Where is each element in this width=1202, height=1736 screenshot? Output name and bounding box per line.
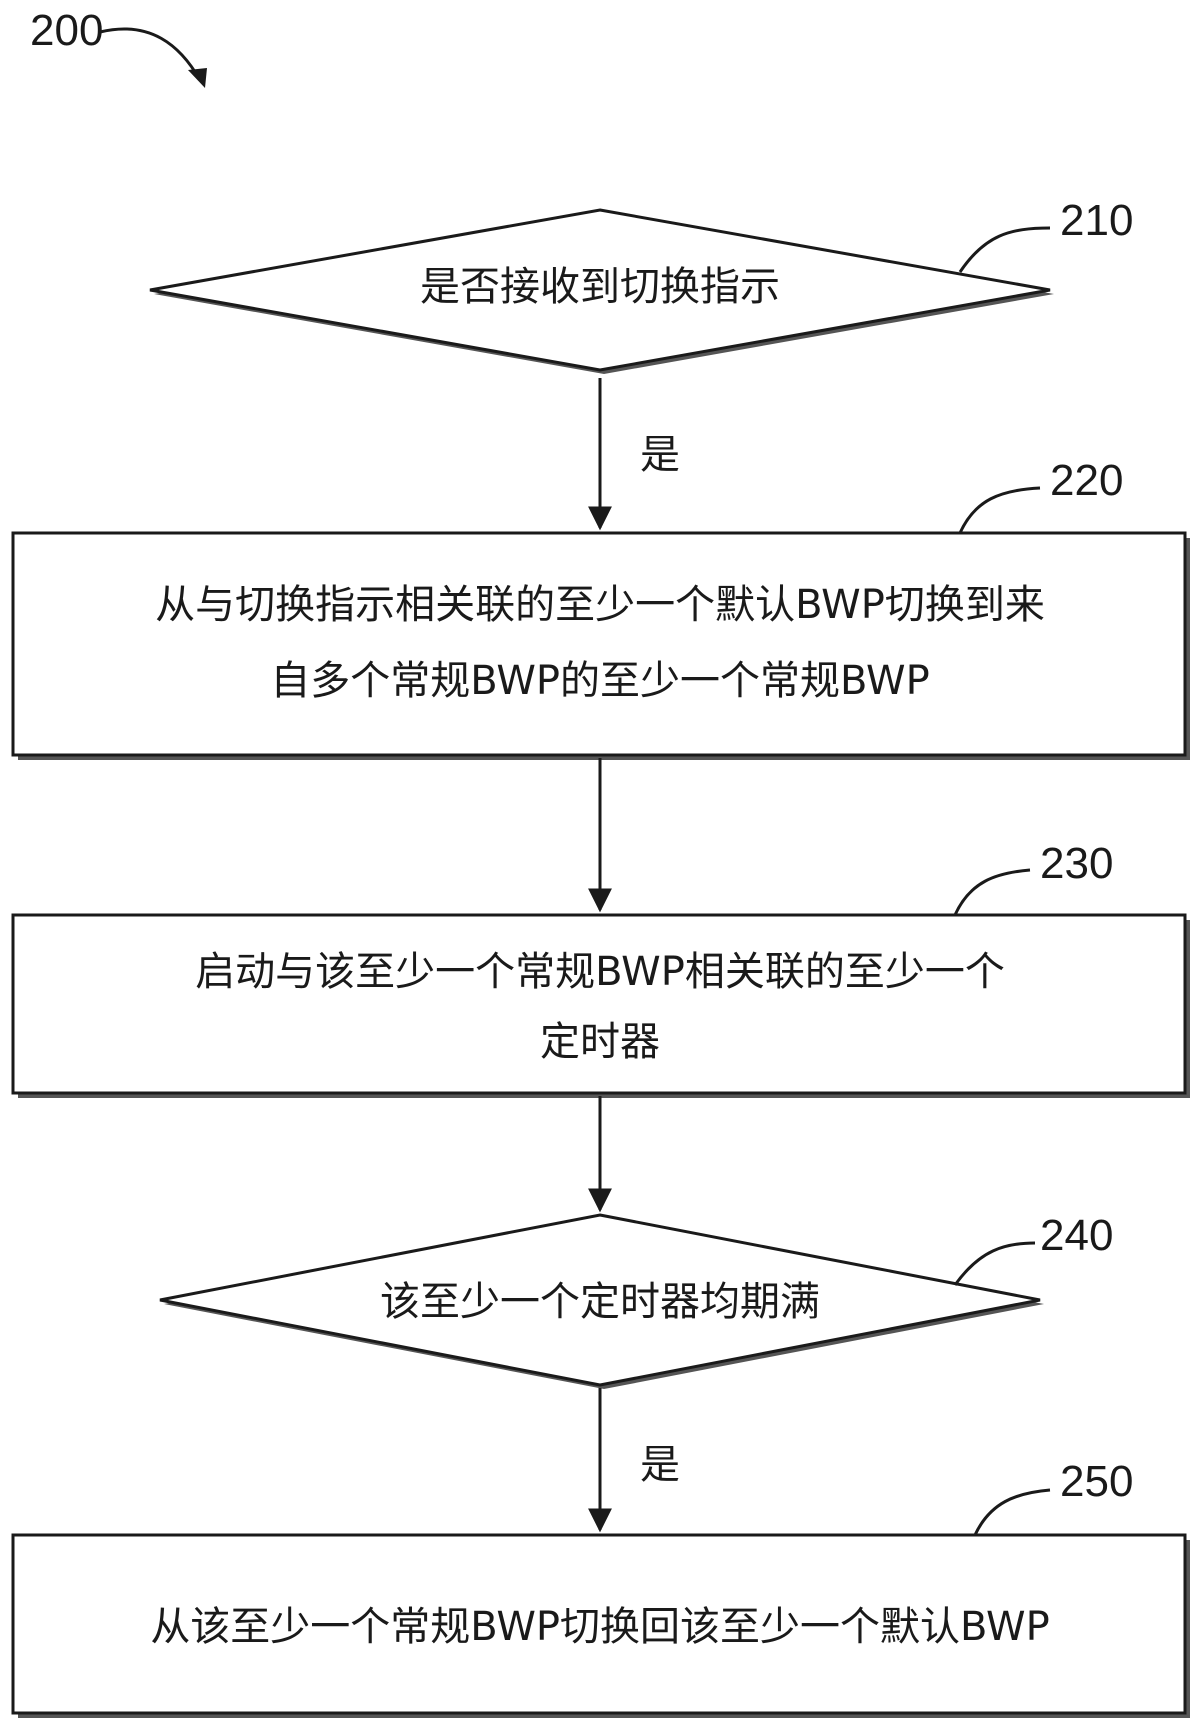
edge-240-250: 是 bbox=[588, 1388, 680, 1533]
decision-diamond bbox=[149, 208, 1051, 372]
process-box bbox=[11, 913, 1187, 1095]
ref-leader-line bbox=[958, 486, 1041, 534]
edge-label: 是 bbox=[640, 432, 680, 478]
ref-number: 240 bbox=[1040, 1211, 1113, 1260]
figure-number: 200 bbox=[30, 6, 103, 55]
ref-leader-line bbox=[953, 1241, 1036, 1286]
node-250: 从该至少一个常规BWP切换回该至少一个默认BWP 250 bbox=[11, 1457, 1190, 1718]
ref-leader-line bbox=[953, 868, 1031, 916]
node-220: 从与切换指示相关联的至少一个默认BWP切换到来自多个常规BWP的至少一个常规BW… bbox=[11, 456, 1190, 760]
ref-number: 220 bbox=[1050, 456, 1123, 505]
figure-pointer-arrow bbox=[99, 27, 202, 81]
node-240: 该至少一个定时器均期满 240 bbox=[159, 1211, 1113, 1389]
edges-layer: 是是 bbox=[588, 378, 680, 1533]
node-text-line: 自多个常规BWP的至少一个常规BWP bbox=[270, 658, 929, 704]
decision-diamond bbox=[159, 1213, 1041, 1387]
ref-number: 250 bbox=[1060, 1457, 1133, 1506]
edge-label: 是 bbox=[640, 1442, 680, 1488]
node-text-line: 定时器 bbox=[540, 1019, 660, 1065]
edge-210-220: 是 bbox=[588, 378, 680, 531]
node-text-line: 从该至少一个常规BWP切换回该至少一个默认BWP bbox=[150, 1604, 1049, 1650]
node-210: 是否接收到切换指示 210 bbox=[149, 196, 1133, 374]
ref-number: 210 bbox=[1060, 196, 1133, 245]
nodes-layer: 是否接收到切换指示 210 从与切换指示相关联的至少一个默认BWP切换到来自多个常规… bbox=[11, 196, 1190, 1718]
figure-pointer-arrowhead bbox=[188, 68, 207, 88]
process-box bbox=[11, 531, 1187, 757]
node-text-line: 启动与该至少一个常规BWP相关联的至少一个 bbox=[195, 949, 1005, 995]
ref-leader-line bbox=[973, 1488, 1051, 1536]
node-text-line: 该至少一个定时器均期满 bbox=[380, 1279, 820, 1325]
process-box bbox=[11, 1533, 1187, 1715]
node-text-line: 从与切换指示相关联的至少一个默认BWP切换到来 bbox=[155, 582, 1045, 628]
node-text-line: 是否接收到切换指示 bbox=[420, 264, 780, 310]
ref-leader-line bbox=[958, 226, 1051, 273]
ref-number: 230 bbox=[1040, 839, 1113, 888]
